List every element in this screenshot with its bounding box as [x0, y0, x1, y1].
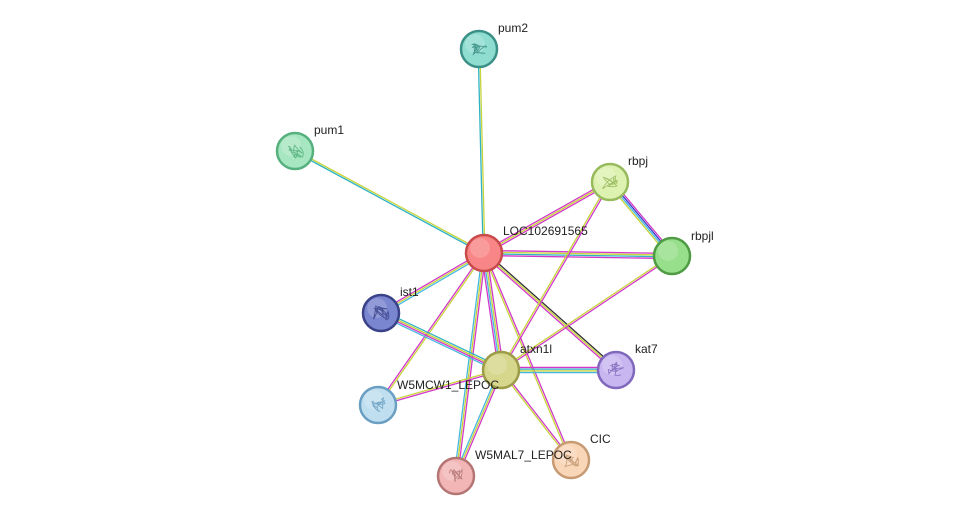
edge-line-textmining: [377, 368, 501, 405]
node-CIC[interactable]: [551, 440, 591, 480]
node-atxn1l[interactable]: [481, 350, 521, 390]
edge-line-experimental: [380, 313, 501, 372]
edge-LOC102691565-rbpjl[interactable]: [483, 249, 673, 260]
node-circle: [361, 293, 401, 333]
node-label-atxn1l: atxn1l: [520, 342, 552, 356]
node-circle: [436, 456, 476, 496]
edge-line-experimental: [457, 253, 487, 477]
edge-LOC102691565-rbpj[interactable]: [482, 179, 612, 256]
node-kat7[interactable]: [596, 350, 636, 390]
edge-line-database: [381, 253, 486, 316]
node-label-W5MAL7_LEPOC: W5MAL7_LEPOC: [475, 448, 572, 462]
edge-line-textmining: [484, 252, 503, 370]
edge-line-textmining: [482, 253, 571, 461]
edge-LOC102691565-pum1[interactable]: [294, 149, 485, 255]
protein-structure-icon: [373, 305, 390, 321]
protein-structure-icon: [602, 175, 618, 190]
edge-line-coexpression: [294, 151, 484, 255]
node-label-rbpj: rbpj: [628, 154, 648, 168]
edge-line-coexpression: [477, 49, 484, 254]
edge-line-experimental: [501, 182, 612, 371]
edge-LOC102691565-W5MCW1_LEPOC[interactable]: [376, 252, 486, 406]
node-W5MAL7_LEPOC[interactable]: [436, 456, 476, 496]
edge-line-experimental: [485, 252, 505, 370]
edge-rbpjl-atxn1l[interactable]: [500, 254, 673, 372]
node-circle: [652, 236, 692, 276]
edge-line-textmining: [380, 252, 485, 314]
node-label-pum1: pum1: [314, 123, 344, 137]
edge-line-database: [453, 252, 483, 476]
edge-line-textmining: [483, 251, 673, 256]
edge-line-experimental: [480, 253, 500, 371]
node-rbpj[interactable]: [590, 162, 630, 202]
node-LOC102691565[interactable]: [464, 233, 504, 273]
protein-structure-icon: [371, 397, 386, 412]
edge-atxn1l-W5MCW1_LEPOC[interactable]: [377, 368, 502, 407]
node-ist1[interactable]: [361, 293, 401, 333]
protein-structure-icon: [471, 43, 488, 56]
edge-line-textmining: [483, 252, 617, 371]
edge-ist1-atxn1l[interactable]: [379, 310, 503, 373]
protein-structure-icon: [448, 468, 463, 482]
edge-line-experimental: [484, 182, 612, 256]
edge-line-coexpression: [381, 310, 503, 369]
edge-line-experimental: [484, 252, 573, 460]
edge-line-coexpression: [483, 253, 673, 258]
nodes-layer: [275, 29, 692, 496]
edge-line-experimental: [379, 250, 484, 313]
node-highlight: [470, 238, 490, 258]
edge-line-experimental: [501, 256, 673, 372]
edge-line-experimental: [483, 254, 672, 260]
edge-line-cooccurrence: [484, 251, 618, 370]
edge-LOC102691565-CIC[interactable]: [482, 252, 573, 461]
edge-LOC102691565-kat7[interactable]: [482, 251, 618, 372]
node-label-CIC: CIC: [590, 432, 611, 446]
edge-line-experimental: [378, 370, 502, 407]
edge-line-experimental: [482, 253, 616, 372]
node-label-ist1: ist1: [400, 285, 419, 299]
edge-LOC102691565-pum2[interactable]: [477, 48, 486, 254]
edge-line-textmining: [479, 48, 486, 253]
node-circle: [275, 131, 315, 171]
node-W5MCW1_LEPOC[interactable]: [358, 385, 398, 425]
edge-line-experimental: [456, 370, 504, 477]
node-label-W5MCW1_LEPOC: W5MCW1_LEPOC: [397, 378, 499, 392]
node-rbpjl[interactable]: [652, 236, 692, 276]
edge-line-experimental: [482, 179, 610, 253]
edge-line-textmining: [499, 181, 610, 370]
node-label-LOC102691565: LOC102691565: [503, 224, 588, 238]
edge-LOC102691565-atxn1l[interactable]: [480, 252, 505, 371]
node-highlight: [658, 241, 678, 261]
node-label-pum2: pum2: [498, 21, 528, 35]
edge-line-database: [379, 314, 501, 373]
node-highlight: [596, 167, 616, 187]
node-circle: [590, 162, 630, 202]
node-circle: [464, 233, 504, 273]
edge-line-textmining: [455, 252, 485, 477]
node-pum2[interactable]: [459, 29, 499, 69]
edge-rbpj-atxn1l[interactable]: [499, 181, 612, 371]
edge-line-textmining: [381, 311, 502, 370]
edge-line-textmining: [483, 181, 611, 254]
protein-structure-icon: [287, 144, 304, 159]
protein-structure-icon: [607, 361, 624, 376]
edge-line-database: [482, 253, 501, 371]
node-highlight: [281, 136, 301, 156]
edge-line-textmining: [295, 149, 485, 253]
edge-line-database: [453, 369, 501, 476]
edge-LOC102691565-W5MAL7_LEPOC[interactable]: [453, 252, 487, 477]
node-label-rbpjl: rbpjl: [691, 229, 714, 243]
protein-structure-icon: [564, 454, 580, 468]
node-label-kat7: kat7: [635, 342, 658, 356]
edge-line-experimental: [376, 252, 484, 405]
node-circle: [481, 350, 521, 390]
edge-line-experimental: [484, 249, 673, 255]
edge-LOC102691565-ist1[interactable]: [379, 250, 486, 316]
edge-line-textmining: [378, 253, 486, 406]
node-highlight: [487, 355, 507, 375]
node-pum1[interactable]: [275, 131, 315, 171]
edge-line-textmining: [500, 254, 672, 370]
